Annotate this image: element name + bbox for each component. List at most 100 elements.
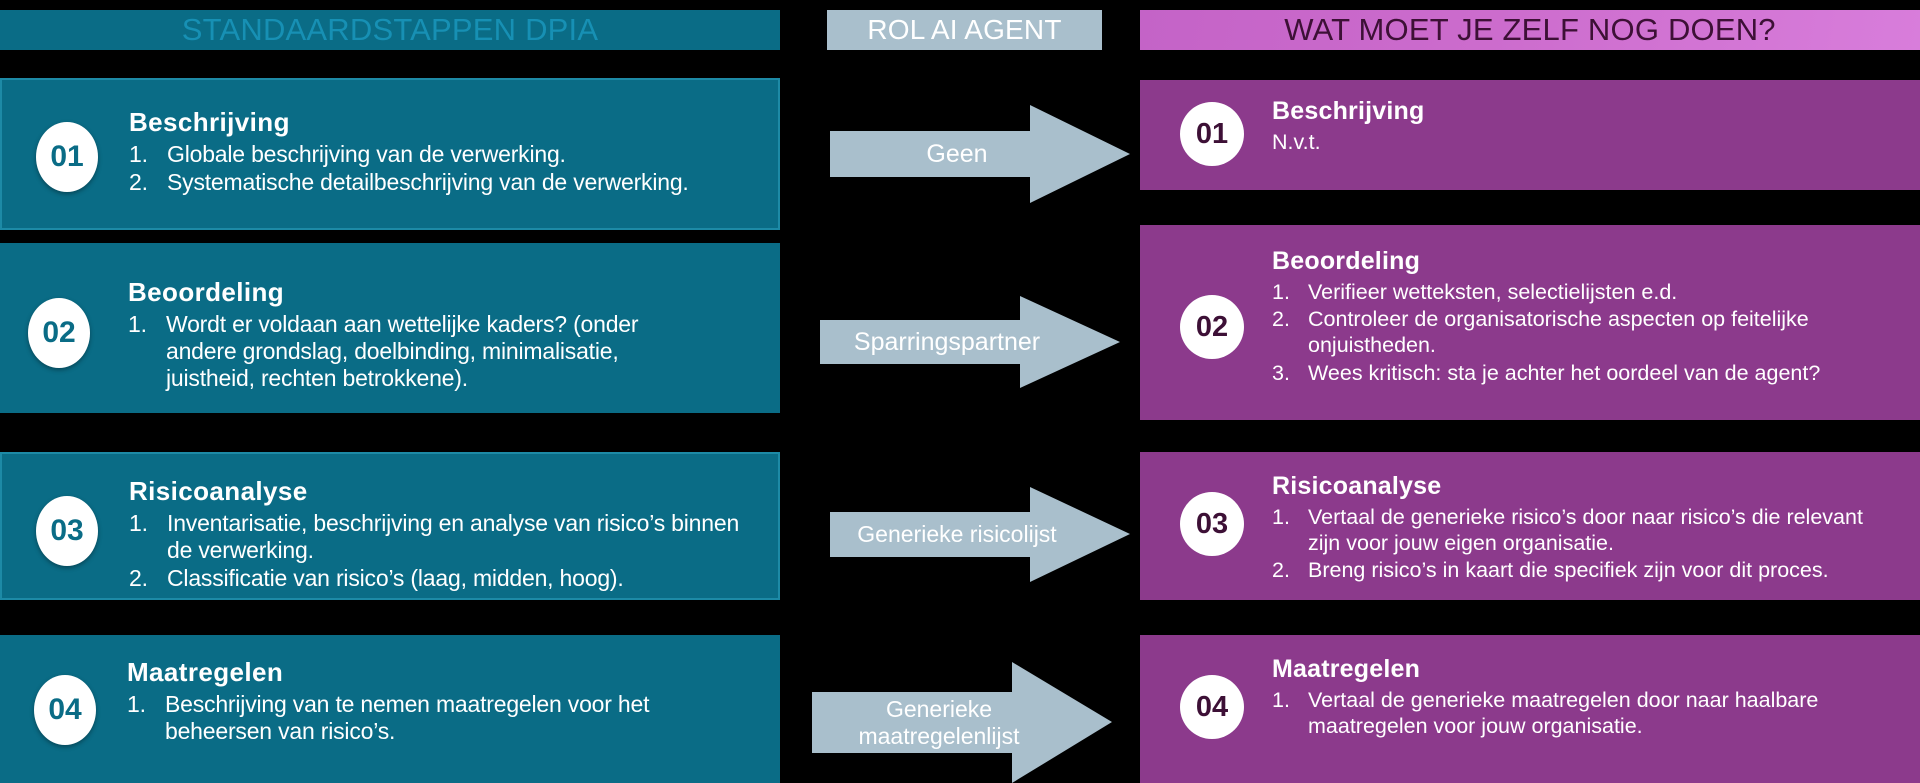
list-marker: 2. xyxy=(129,564,148,591)
list-text: Systematische detailbeschrijving van de … xyxy=(167,168,689,195)
list-marker: 1. xyxy=(129,141,148,167)
list-marker: 1. xyxy=(1272,505,1290,529)
step-list-right-02: 1. Verifieer wetteksten, selectielijsten… xyxy=(1272,279,1912,386)
step-card-right-01: 01 Beschrijving N.v.t. xyxy=(1140,80,1920,190)
step-title-left-01: Beschrijving xyxy=(129,107,290,137)
step-card-left-02: 02 Beoordeling 1. Wordt er voldaan aan w… xyxy=(0,243,780,413)
step-title-left-04: Maatregelen xyxy=(127,657,284,687)
step-title-right-01: Beschrijving xyxy=(1272,97,1425,125)
step-card-left-04: 04 Maatregelen 1. Beschrijving van te ne… xyxy=(0,635,780,783)
list-item: 2. Controleer de organisatorische aspect… xyxy=(1272,306,1912,358)
arrow-04: Generieke maatregelenlijst xyxy=(812,662,1112,783)
step-body-right-03: Risicoanalyse 1. Vertaal de generieke ri… xyxy=(1272,472,1912,585)
list-item: 1. Globale beschrijving van de verwerkin… xyxy=(129,141,749,168)
list-item: 1. Vertaal de generieke risico’s door na… xyxy=(1272,504,1912,556)
arrow-01: Geen xyxy=(830,105,1130,203)
step-card-left-01: 01 Beschrijving 1. Globale beschrijving … xyxy=(0,78,780,230)
arrow-label-01: Geen xyxy=(926,139,988,168)
step-card-right-04: 04 Maatregelen 1. Vertaal de generieke m… xyxy=(1140,635,1920,783)
step-number-left-04: 04 xyxy=(48,693,82,726)
arrow-shape-icon xyxy=(830,105,1130,203)
step-number-left-01: 01 xyxy=(50,140,84,173)
arrow-label-02: Sparringspartner xyxy=(853,327,1041,356)
list-item: 1. Verifieer wetteksten, selectielijsten… xyxy=(1272,279,1912,305)
step-card-right-02: 02 Beoordeling 1. Verifieer wetteksten, … xyxy=(1140,225,1920,420)
step-card-left-03: 03 Risicoanalyse 1. Inventarisatie, besc… xyxy=(0,452,780,600)
column-header-standaardstappen-label: STANDAARDSTAPPEN DPIA xyxy=(181,12,599,47)
column-header-wat-moet-je-zelf-label: WAT MOET JE ZELF NOG DOEN? xyxy=(1284,12,1776,47)
step-title-right-02: Beoordeling xyxy=(1272,247,1421,275)
column-header-rol-ai-agent-label: ROL AI AGENT xyxy=(867,14,1062,45)
step-list-left-02: 1. Wordt er voldaan aan wettelijke kader… xyxy=(128,311,738,392)
step-title-right-04: Maatregelen xyxy=(1272,655,1421,683)
list-item: 2. Classificatie van risico’s (laag, mid… xyxy=(129,565,759,592)
step-number-badge-right-03: 03 xyxy=(1180,492,1244,556)
list-text: Beschrijving van te nemen maatregelen vo… xyxy=(165,691,650,744)
list-marker: 1. xyxy=(128,311,147,337)
step-number-badge-left-04: 04 xyxy=(34,675,96,745)
step-list-right-03: 1. Vertaal de generieke risico’s door na… xyxy=(1272,504,1912,584)
list-marker: 1. xyxy=(127,691,146,717)
list-text: Wordt er voldaan aan wettelijke kaders? … xyxy=(166,311,639,391)
step-number-left-02: 02 xyxy=(42,316,76,349)
list-text: Verifieer wetteksten, selectielijsten e.… xyxy=(1308,280,1678,304)
step-body-left-04: Maatregelen 1. Beschrijving van te nemen… xyxy=(127,657,747,746)
step-number-left-03: 03 xyxy=(50,514,84,547)
step-list-left-03: 1. Inventarisatie, beschrijving en analy… xyxy=(129,510,759,592)
step-body-left-03: Risicoanalyse 1. Inventarisatie, beschri… xyxy=(129,476,759,593)
column-header-wat-moet-je-zelf: WAT MOET JE ZELF NOG DOEN? xyxy=(1140,10,1920,50)
step-number-badge-right-01: 01 xyxy=(1180,102,1244,166)
arrow-shape-icon xyxy=(830,487,1130,582)
list-text: Vertaal de generieke maatregelen door na… xyxy=(1308,688,1819,739)
step-number-badge-right-02: 02 xyxy=(1180,295,1244,359)
list-text: Inventarisatie, beschrijving en analyse … xyxy=(167,510,740,563)
list-item: 3. Wees kritisch: sta je achter het oord… xyxy=(1272,360,1912,386)
list-marker: 2. xyxy=(1272,558,1290,583)
step-body-right-02: Beoordeling 1. Verifieer wetteksten, sel… xyxy=(1272,247,1912,387)
step-number-badge-left-02: 02 xyxy=(28,298,90,368)
list-item: 1. Vertaal de generieke maatregelen door… xyxy=(1272,687,1912,739)
list-marker: 1. xyxy=(129,510,148,536)
step-body-right-01: Beschrijving N.v.t. xyxy=(1272,97,1892,155)
step-number-right-04: 04 xyxy=(1195,690,1229,723)
list-item: 2. Breng risico’s in kaart die specifiek… xyxy=(1272,557,1912,583)
step-number-badge-right-04: 04 xyxy=(1180,675,1244,739)
step-number-badge-left-01: 01 xyxy=(36,122,98,192)
step-list-left-01: 1. Globale beschrijving van de verwerkin… xyxy=(129,141,749,196)
arrow-shape-icon xyxy=(812,662,1112,783)
step-number-right-02: 02 xyxy=(1195,310,1229,343)
arrow-03: Generieke risicolijst xyxy=(830,487,1130,582)
list-marker: 1. xyxy=(1272,688,1290,712)
step-number-badge-left-03: 03 xyxy=(36,496,98,566)
list-marker: 2. xyxy=(1272,307,1290,332)
step-card-right-03: 03 Risicoanalyse 1. Vertaal de generieke… xyxy=(1140,452,1920,600)
list-text: Classificatie van risico’s (laag, midden… xyxy=(167,564,624,591)
step-body-left-02: Beoordeling 1. Wordt er voldaan aan wett… xyxy=(128,277,738,393)
step-number-right-01: 01 xyxy=(1195,117,1229,150)
step-title-left-03: Risicoanalyse xyxy=(129,476,308,506)
list-text: Globale beschrijving van de verwerking. xyxy=(167,141,566,167)
list-item: 1. Wordt er voldaan aan wettelijke kader… xyxy=(128,311,738,392)
step-number-right-03: 03 xyxy=(1195,507,1229,540)
list-text: Wees kritisch: sta je achter het oordeel… xyxy=(1308,360,1821,385)
step-title-right-03: Risicoanalyse xyxy=(1272,472,1442,500)
list-item: 1. Beschrijving van te nemen maatregelen… xyxy=(127,691,747,745)
step-body-left-01: Beschrijving 1. Globale beschrijving van… xyxy=(129,107,749,197)
list-text: Vertaal de generieke risico’s door naar … xyxy=(1308,505,1863,556)
column-header-rol-ai-agent: ROL AI AGENT xyxy=(827,10,1102,50)
step-title-left-02: Beoordeling xyxy=(128,277,285,307)
arrow-label-03: Generieke risicolijst xyxy=(857,521,1057,548)
list-marker: 3. xyxy=(1272,360,1290,385)
step-body-right-04: Maatregelen 1. Vertaal de generieke maat… xyxy=(1272,655,1912,740)
arrow-shape-icon xyxy=(820,296,1120,388)
arrow-02: Sparringspartner xyxy=(820,296,1120,388)
arrow-label-04: Generieke maatregelenlijst xyxy=(858,696,1020,749)
column-header-standaardstappen: STANDAARDSTAPPEN DPIA xyxy=(0,10,780,50)
step-note-right-01: N.v.t. xyxy=(1272,130,1321,154)
list-text: Breng risico’s in kaart die specifiek zi… xyxy=(1308,558,1829,583)
step-list-right-04: 1. Vertaal de generieke maatregelen door… xyxy=(1272,687,1912,739)
list-item: 1. Inventarisatie, beschrijving en analy… xyxy=(129,510,759,564)
step-list-left-04: 1. Beschrijving van te nemen maatregelen… xyxy=(127,691,747,745)
list-marker: 2. xyxy=(129,168,148,195)
